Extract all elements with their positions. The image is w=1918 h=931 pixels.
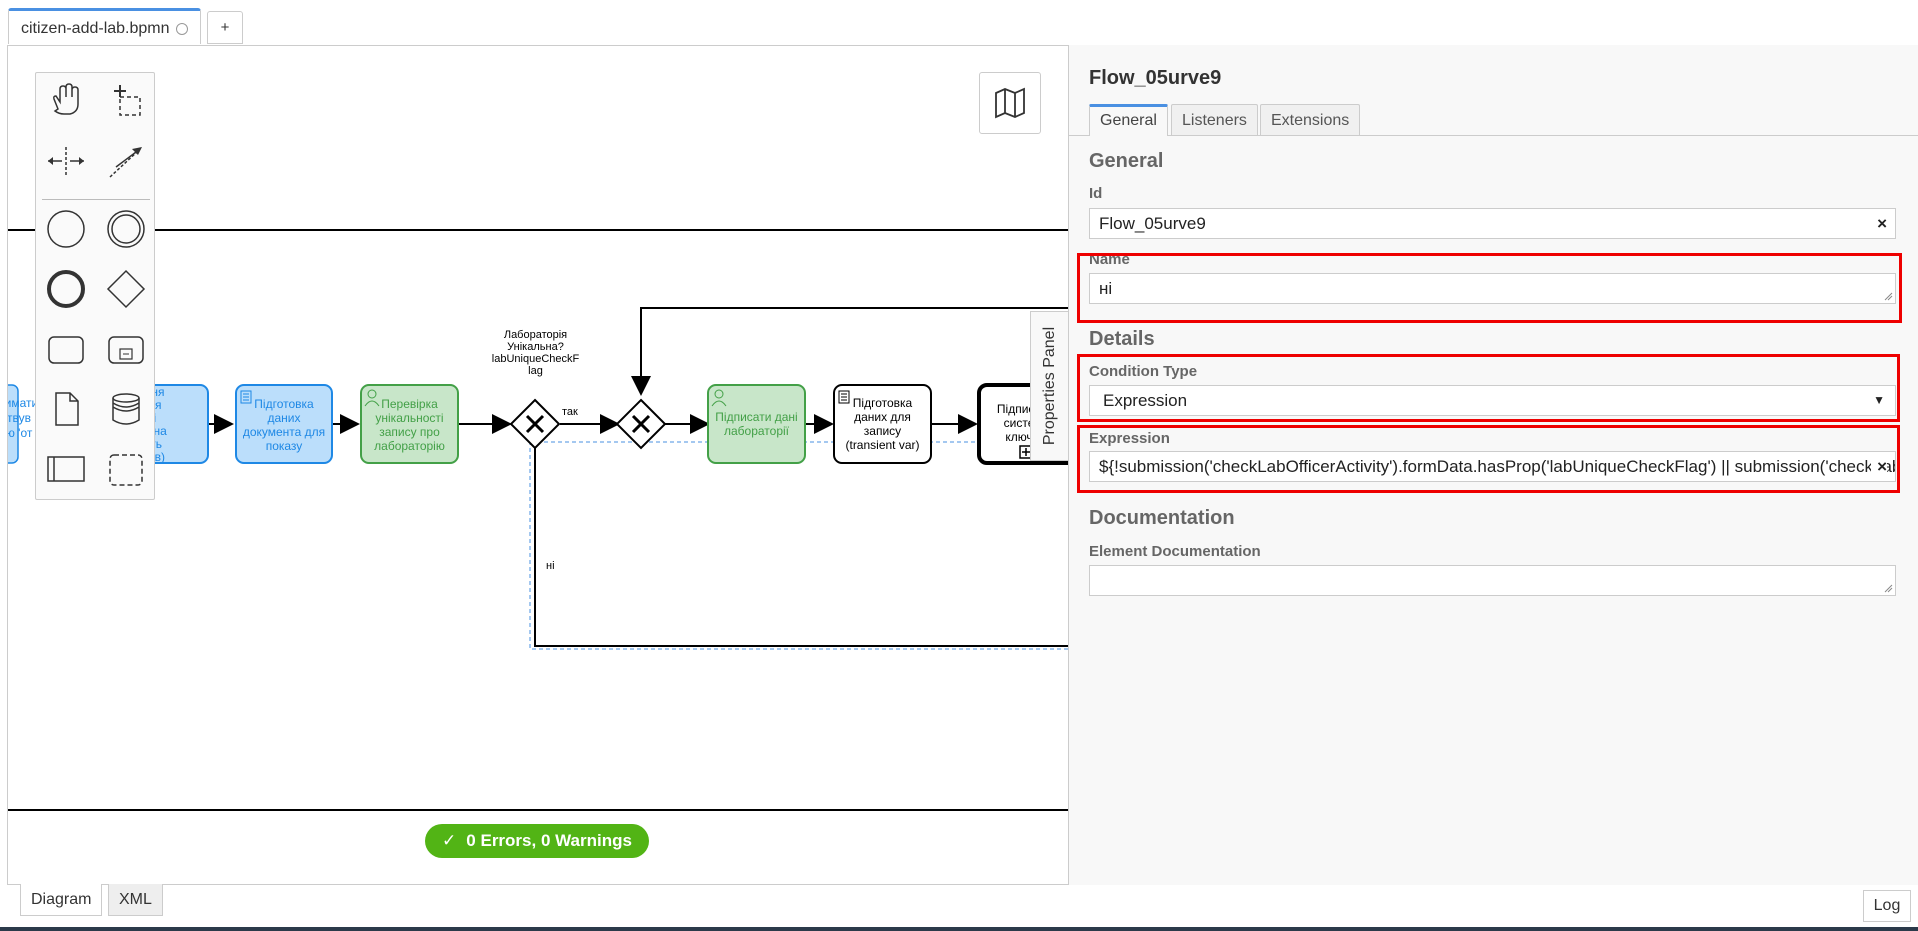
task-t4	[707, 384, 806, 464]
name-field[interactable]: ні	[1089, 273, 1896, 304]
name-field-value: ні	[1099, 279, 1113, 298]
resize-handle-icon[interactable]	[1883, 291, 1893, 301]
resize-handle-icon[interactable]	[1883, 583, 1893, 593]
task-t0-label: риматиствувью 'от	[7, 396, 39, 440]
flow-no-label[interactable]: ні	[546, 560, 555, 572]
section-details-title: Details	[1089, 328, 1155, 350]
selected-flow-outline	[529, 441, 1069, 650]
hand-tool-icon[interactable]	[44, 79, 88, 123]
add-tab-button[interactable]: +	[207, 11, 243, 44]
condition-type-select[interactable]: Expression ▼	[1089, 385, 1896, 416]
task-t0	[8, 384, 19, 464]
diagram-canvas[interactable]: риматиствувью 'от аченнянавцядачізірка н…	[7, 45, 1069, 885]
element-documentation-field[interactable]	[1089, 565, 1896, 596]
id-label: Id	[1089, 185, 1103, 202]
properties-tabs: General Listeners Extensions	[1069, 104, 1918, 136]
expression-label: Expression	[1089, 430, 1170, 447]
tab-extensions[interactable]: Extensions	[1260, 104, 1361, 135]
properties-panel-toggle-label: Properties Panel	[1040, 326, 1058, 446]
check-icon: ✓	[442, 831, 457, 850]
expression-field[interactable]: ${!submission('checkLabOfficerActivity')…	[1089, 451, 1896, 482]
task-t3	[360, 384, 459, 464]
clear-expression-icon[interactable]: ×	[1871, 452, 1887, 481]
properties-panel: Flow_05urve9 General Listeners Extension…	[1068, 45, 1918, 885]
pool-icon[interactable]	[44, 447, 88, 491]
condition-type-label: Condition Type	[1089, 363, 1198, 380]
tab-listeners[interactable]: Listeners	[1171, 104, 1258, 135]
log-button[interactable]: Log	[1863, 890, 1911, 922]
highlight-name	[1077, 253, 1902, 323]
task-t5	[833, 384, 932, 464]
section-general-title: General	[1089, 150, 1164, 172]
bpmn-diagram[interactable]	[8, 46, 1069, 885]
condition-type-value: Expression	[1103, 391, 1188, 410]
space-tool-icon[interactable]	[44, 139, 88, 183]
start-event-icon[interactable]	[44, 207, 88, 251]
minimap-toggle-button[interactable]	[979, 72, 1041, 134]
file-tab-label: citizen-add-lab.bpmn	[21, 20, 170, 37]
validation-status-text: 0 Errors, 0 Warnings	[466, 831, 632, 850]
data-object-icon[interactable]	[44, 387, 88, 431]
loop-back-flow	[631, 307, 1069, 396]
task-t2	[235, 384, 333, 464]
tab-xml[interactable]: XML	[108, 884, 163, 916]
highlight-condition-type	[1077, 354, 1900, 422]
flow-no	[534, 444, 1069, 647]
panel-title: Flow_05urve9	[1089, 67, 1222, 89]
tab-general[interactable]: General	[1089, 104, 1168, 136]
highlight-expression	[1077, 425, 1900, 493]
unsaved-indicator-icon	[175, 22, 188, 35]
expression-field-value: ${!submission('checkLabOfficerActivity')…	[1099, 457, 1895, 476]
clear-id-icon[interactable]: ×	[1877, 214, 1887, 233]
data-store-icon[interactable]	[104, 387, 148, 431]
subprocess-icon[interactable]	[104, 327, 148, 371]
tab-bar: citizen-add-lab.bpmn +	[0, 0, 1918, 46]
gateway-icon[interactable]	[104, 267, 148, 311]
section-documentation-title: Documentation	[1089, 507, 1235, 529]
group-icon[interactable]	[104, 447, 148, 491]
validation-status-badge[interactable]: ✓ 0 Errors, 0 Warnings	[425, 824, 649, 858]
id-field[interactable]: Flow_05urve9 ×	[1089, 208, 1896, 239]
flow-yes-label: так	[562, 406, 578, 418]
chevron-down-icon: ▼	[1873, 393, 1885, 407]
lasso-tool-icon[interactable]	[104, 79, 148, 123]
map-icon	[995, 87, 1025, 119]
task-icon[interactable]	[44, 327, 88, 371]
palette-separator	[42, 199, 150, 200]
intermediate-event-icon[interactable]	[104, 207, 148, 251]
connect-tool-icon[interactable]	[104, 139, 148, 183]
tool-palette	[35, 72, 155, 500]
element-documentation-label: Element Documentation	[1089, 543, 1261, 560]
status-bar-edge	[0, 927, 1918, 931]
id-field-value: Flow_05urve9	[1099, 214, 1206, 233]
file-tab[interactable]: citizen-add-lab.bpmn	[8, 8, 201, 44]
end-event-icon[interactable]	[44, 267, 88, 311]
tab-diagram[interactable]: Diagram	[20, 884, 103, 916]
properties-panel-toggle[interactable]: Properties Panel	[1030, 311, 1068, 461]
